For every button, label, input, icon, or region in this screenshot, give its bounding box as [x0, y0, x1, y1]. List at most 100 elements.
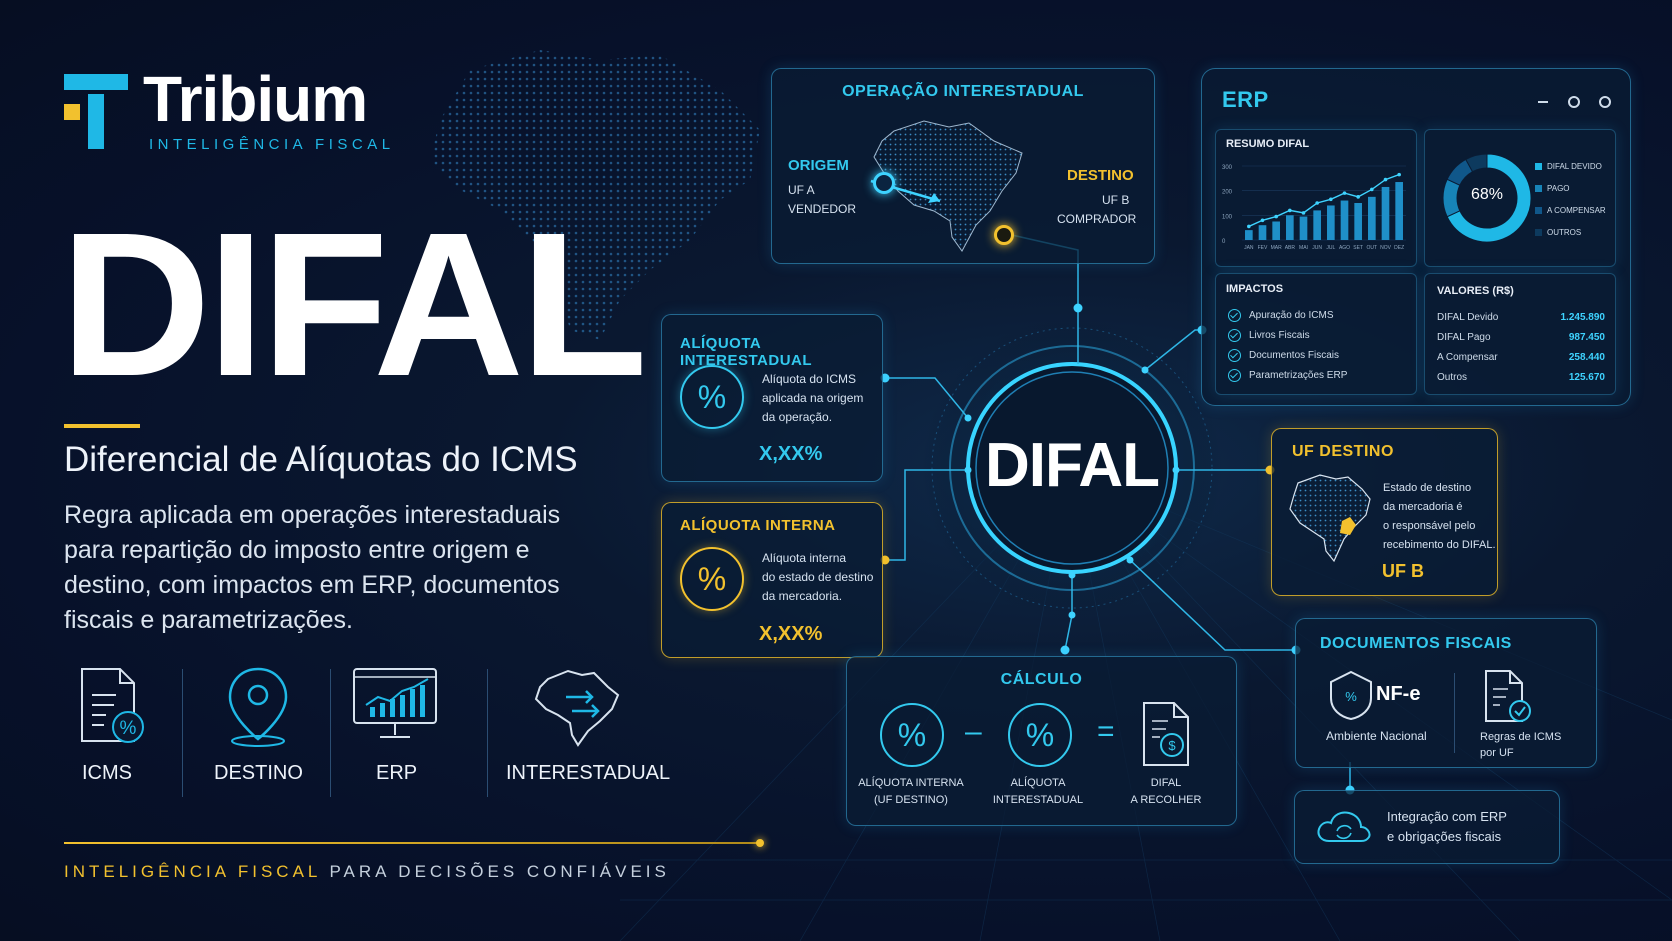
- brazil-map-arrows-icon: [534, 669, 620, 747]
- donut-percent: 68%: [1470, 186, 1504, 203]
- feature-label: INTERESTADUAL: [506, 762, 671, 784]
- donut-slice: [1446, 153, 1532, 243]
- close-icon[interactable]: [1598, 95, 1611, 108]
- aliquota-interestadual-desc: Alíquota do ICMS aplicada na origem da o…: [762, 370, 863, 427]
- x-tick-label: DEZ: [1394, 245, 1404, 251]
- feature-interestadual: INTERESTADUAL: [506, 665, 676, 785]
- hero-description-line: para repartição do imposto entre origem …: [64, 536, 530, 564]
- x-tick-label: ABR: [1285, 245, 1296, 251]
- percent-icon: %: [1008, 703, 1072, 767]
- valores-title: VALORES (R$): [1437, 285, 1514, 297]
- aliquota-interna-title: ALÍQUOTA INTERNA: [680, 517, 836, 534]
- documentos-panel: DOCUMENTOS FISCAIS % NF-e Ambiente Nacio…: [1295, 618, 1597, 768]
- trend-line: [1248, 173, 1400, 228]
- integracao-panel: Integração com ERP e obrigações fiscais: [1294, 790, 1560, 864]
- desc-line: o responsável pelo: [1383, 520, 1476, 532]
- calculo-label: INTERESTADUAL: [992, 794, 1084, 806]
- resumo-title: RESUMO DIFAL: [1226, 138, 1310, 150]
- origin-marker: [873, 172, 895, 194]
- trend-point: [1315, 201, 1319, 205]
- legend-label: PAGO: [1547, 184, 1570, 193]
- hero-subtitle: Diferencial de Alíquotas do ICMS: [64, 440, 578, 479]
- valores-label: A Compensar: [1437, 352, 1498, 363]
- valores-label: DIFAL Devido: [1437, 312, 1499, 323]
- y-tick-label: 0: [1222, 239, 1226, 245]
- feature-erp: ERP: [350, 665, 480, 785]
- impacto-label: Parametrizações ERP: [1249, 370, 1348, 381]
- integracao-line: e obrigações fiscais: [1387, 829, 1502, 844]
- bar: [1368, 196, 1376, 240]
- minimize-icon[interactable]: [1538, 100, 1548, 103]
- calculo-title: CÁLCULO: [1000, 671, 1083, 688]
- check-circle-icon: [1228, 328, 1241, 342]
- legend-item: DIFAL DEVIDO: [1535, 156, 1606, 178]
- x-tick-label: MAR: [1271, 245, 1283, 251]
- hero-underline: [64, 424, 140, 428]
- percent-icon: %: [680, 365, 744, 429]
- bar: [1299, 216, 1308, 240]
- legend-item: A COMPENSAR: [1535, 200, 1606, 222]
- impacto-item: Livros Fiscais: [1228, 326, 1347, 346]
- valores-value: 258.440: [1568, 352, 1605, 363]
- desc-line: recebimento do DIFAL.: [1383, 539, 1496, 551]
- donut-legend: DIFAL DEVIDO PAGO A COMPENSAR OUTROS: [1535, 156, 1606, 244]
- bar: [1258, 225, 1267, 240]
- cloud-sync-icon: [1317, 811, 1371, 842]
- calculo-item-difal: DIFAL A RECOLHER: [1106, 775, 1226, 809]
- trend-point: [1383, 177, 1388, 182]
- x-tick-label: AGO: [1339, 245, 1350, 251]
- bar: [1340, 200, 1349, 240]
- uf-destino-desc: Estado de destino da mercadoria é o resp…: [1383, 479, 1496, 555]
- impacto-item: Apuração do ICMS: [1228, 306, 1347, 326]
- y-tick-label: 300: [1222, 165, 1233, 171]
- brand-tagline: INTELIGÊNCIA FISCAL: [149, 136, 395, 153]
- monitor-chart-icon: [353, 668, 437, 738]
- equals-operator: =: [1097, 715, 1115, 748]
- trend-point: [1397, 172, 1401, 177]
- y-tick-label: 200: [1222, 190, 1233, 196]
- x-tick-label: MAI: [1299, 245, 1308, 251]
- calculo-label: ALÍQUOTA: [1010, 777, 1066, 789]
- nfe-sublabel: Ambiente Nacional: [1326, 729, 1427, 743]
- aliquota-interna-panel: ALÍQUOTA INTERNA % Alíquota interna do e…: [661, 502, 883, 658]
- integracao-line: Integração com ERP: [1387, 809, 1507, 824]
- valores-row: A Compensar 258.440: [1437, 348, 1605, 368]
- circle-icon[interactable]: [1568, 95, 1581, 108]
- x-tick-label: FEV: [1258, 245, 1268, 251]
- legend-label: OUTROS: [1547, 228, 1582, 237]
- legend-item: PAGO: [1535, 178, 1606, 200]
- svg-text:$: $: [1168, 738, 1176, 753]
- impacto-label: Livros Fiscais: [1249, 330, 1310, 341]
- bar: [1272, 221, 1280, 240]
- x-tick-label: JUL: [1326, 245, 1335, 251]
- check-circle-icon: [1228, 308, 1241, 322]
- brand-name: Tribium: [143, 63, 368, 135]
- svg-text:%: %: [1345, 689, 1357, 704]
- uf-destino-value: UF B: [1382, 561, 1424, 581]
- destination-uf: UF B: [1102, 193, 1130, 207]
- feature-divider: [182, 669, 183, 797]
- desc-line: da operação.: [762, 410, 833, 424]
- x-tick-label: JAN: [1244, 245, 1254, 251]
- aliquota-interna-desc: Alíquota interna do estado de destino da…: [762, 549, 873, 606]
- bar: [1245, 230, 1253, 240]
- destination-label: DESTINO: [1067, 167, 1134, 184]
- legend-label: DIFAL DEVIDO: [1547, 162, 1602, 171]
- footer-rest: PARA DECISÕES CONFIÁVEIS: [329, 862, 670, 881]
- integracao-text: Integração com ERP e obrigações fiscais: [1387, 807, 1507, 847]
- x-tick-label: SET: [1353, 245, 1363, 251]
- operation-panel: OPERAÇÃO INTERESTADUAL ORIGEM UF A VENDE…: [771, 68, 1155, 264]
- impacto-item: Parametrizações ERP: [1228, 366, 1347, 386]
- bar: [1395, 182, 1403, 240]
- donut-card: 68% DIFAL DEVIDO PAGO A COMPENSAR OUTROS: [1424, 129, 1616, 267]
- feature-divider: [330, 669, 331, 797]
- trend-point: [1370, 187, 1374, 192]
- aliquota-interestadual-title: ALÍQUOTA INTERESTADUAL: [680, 335, 813, 369]
- legend-swatch: [1535, 207, 1542, 215]
- desc-line: Alíquota interna: [762, 551, 847, 565]
- calculo-item-interna: ALÍQUOTA INTERNA (UF DESTINO): [851, 775, 971, 809]
